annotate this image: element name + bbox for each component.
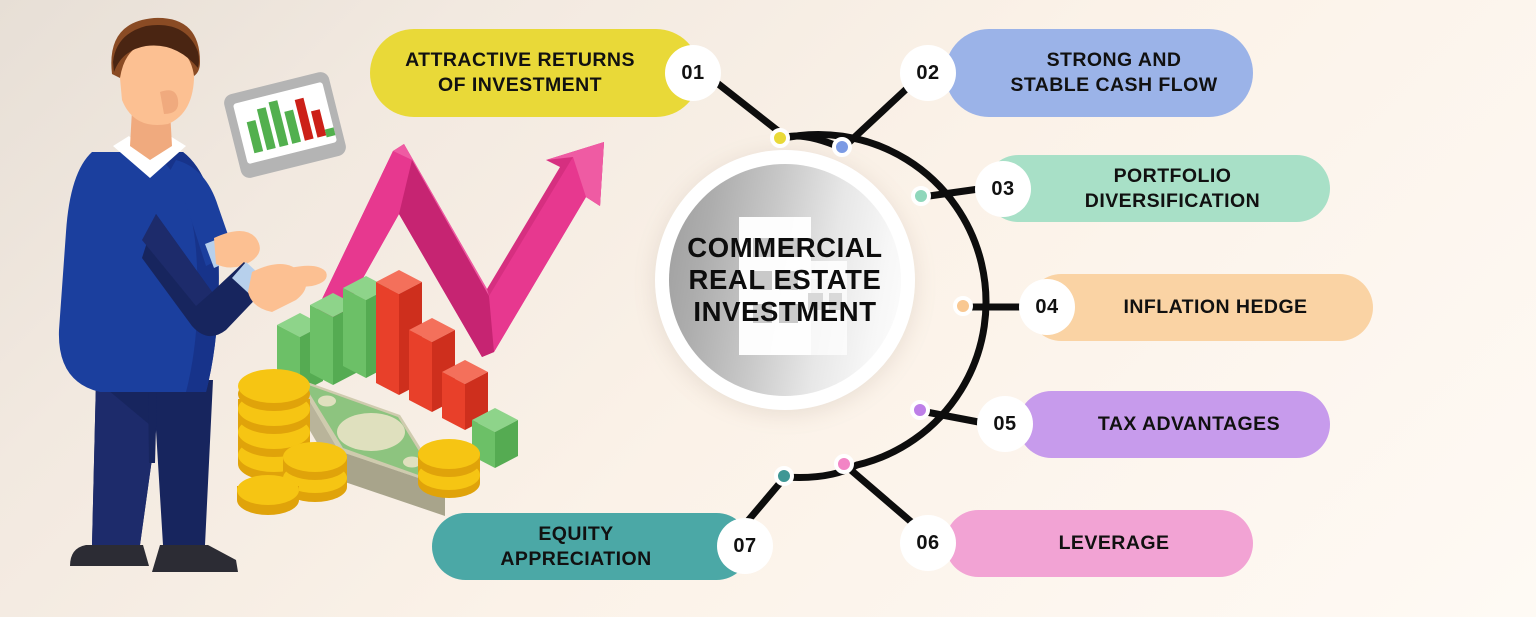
- arc-dot-04: [953, 296, 973, 316]
- item-label-06: LEVERAGE: [1058, 532, 1170, 555]
- hub-title: COMMERCIAL REAL ESTATE INVESTMENT: [687, 232, 882, 329]
- arc-dot-05: [910, 400, 930, 420]
- pink-growth-arrow: [311, 142, 604, 357]
- item-label-04: INFLATION HEDGE: [1123, 296, 1308, 319]
- businessman-blue-suit: [58, 17, 346, 572]
- item-number-01[interactable]: 01: [665, 45, 721, 101]
- item-pill-07[interactable]: EQUITY APPRECIATION: [432, 513, 750, 580]
- item-label-03: PORTFOLIO DIVERSIFICATION: [1084, 164, 1261, 212]
- hub-title-line-2: REAL ESTATE: [688, 263, 882, 295]
- item-number-05[interactable]: 05: [977, 396, 1033, 452]
- arc-dot-03: [911, 186, 931, 206]
- illustration-businessman-growth: [58, 17, 604, 572]
- item-number-04[interactable]: 04: [1019, 279, 1075, 335]
- tablet-bar-chart: [224, 72, 346, 178]
- isometric-bar-chart: [277, 270, 518, 468]
- item-pill-04[interactable]: INFLATION HEDGE: [1028, 274, 1373, 341]
- item-label-02: STRONG AND STABLE CASH FLOW: [1010, 49, 1218, 96]
- hub-title-line-3: INVESTMENT: [693, 296, 877, 328]
- item-label-05: TAX ADVANTAGES: [1097, 413, 1281, 436]
- gold-coin-stacks: [237, 369, 480, 515]
- item-number-03[interactable]: 03: [975, 161, 1031, 217]
- arc-dot-01: [770, 128, 790, 148]
- item-number-06[interactable]: 06: [900, 515, 956, 571]
- item-pill-01[interactable]: ATTRACTIVE RETURNS OF INVESTMENT: [370, 29, 700, 117]
- item-pill-02[interactable]: STRONG AND STABLE CASH FLOW: [945, 29, 1253, 117]
- item-label-07: EQUITY APPRECIATION: [500, 522, 652, 570]
- spoke-01: [708, 75, 786, 138]
- item-number-07[interactable]: 07: [717, 518, 773, 574]
- item-pill-03[interactable]: PORTFOLIO DIVERSIFICATION: [985, 155, 1330, 222]
- hub-arc: [776, 131, 990, 469]
- hub-circle: COMMERCIAL REAL ESTATE INVESTMENT: [655, 150, 915, 410]
- arc-dot-06: [834, 454, 854, 474]
- item-pill-06[interactable]: LEVERAGE: [945, 510, 1253, 577]
- spoke-02: [839, 76, 920, 152]
- office-building-icon: [739, 217, 847, 355]
- arc-dot-02: [832, 137, 852, 157]
- hub-inner-gradient: COMMERCIAL REAL ESTATE INVESTMENT: [669, 164, 901, 396]
- spoke-06: [841, 461, 920, 530]
- item-pill-05[interactable]: TAX ADVANTAGES: [1018, 391, 1330, 458]
- hub-title-line-1: COMMERCIAL: [687, 231, 883, 263]
- arc-dot-07: [774, 466, 794, 486]
- item-number-02[interactable]: 02: [900, 45, 956, 101]
- item-label-01: ATTRACTIVE RETURNS OF INVESTMENT: [405, 49, 635, 96]
